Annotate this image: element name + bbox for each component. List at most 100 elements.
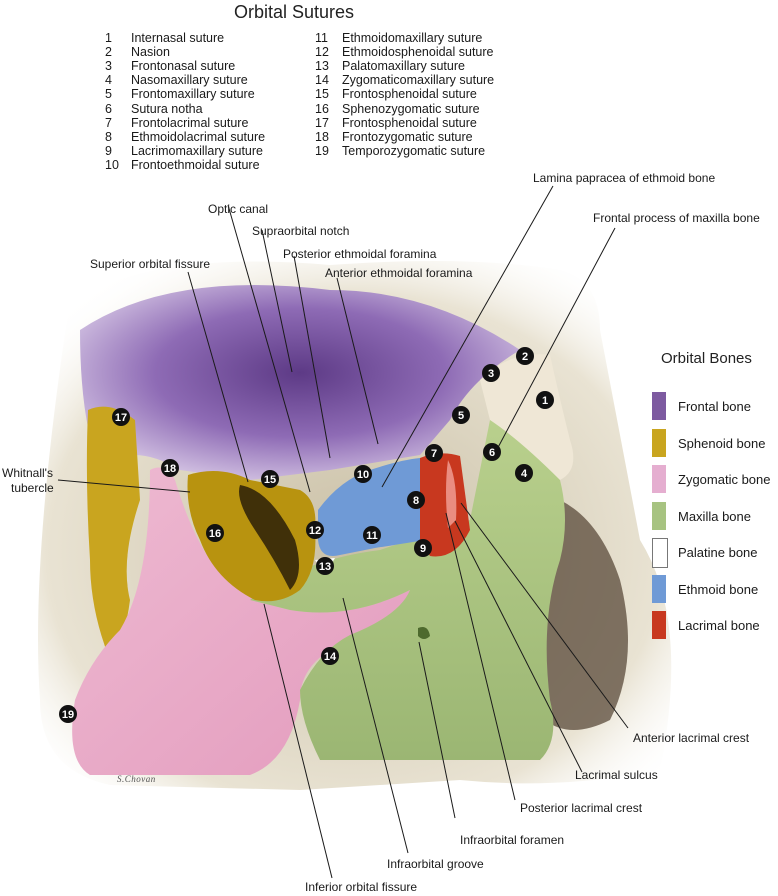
- suture-marker-circle: [363, 526, 381, 544]
- suture-marker-number: 5: [458, 410, 464, 422]
- label-lamina-papracea: Lamina papracea of ethmoid bone: [533, 171, 716, 185]
- suture-marker-circle: [206, 524, 224, 542]
- leader-posterior-ethmoidal: [293, 255, 331, 459]
- artist-signature: S.Chovan: [117, 774, 156, 784]
- suture-label: Frontoethmoidal suture: [131, 157, 260, 172]
- sutures-title: Orbital Sutures: [234, 2, 355, 22]
- leader-anterior-lacrimal-crest: [460, 502, 629, 729]
- suture-marker: 15: [261, 470, 279, 488]
- legend-label: Lacrimal bone: [678, 618, 760, 633]
- zygomatic-bone-shape: [72, 467, 410, 775]
- suture-number: 1: [105, 31, 112, 45]
- suture-label: Nasomaxillary suture: [131, 73, 248, 88]
- suture-marker-circle: [425, 444, 443, 462]
- suture-marker: 7: [425, 444, 443, 462]
- suture-marker-number: 1: [542, 395, 548, 407]
- suture-marker-number: 2: [522, 351, 528, 363]
- leader-superior-orbital-fissure: [187, 271, 249, 483]
- suture-label: Ethmoidosphenoidal suture: [342, 45, 494, 60]
- suture-number: 4: [105, 73, 112, 88]
- label-lacrimal-sulcus: Lacrimal sulcus: [575, 768, 658, 782]
- suture-marker-number: 16: [209, 528, 221, 540]
- suture-label: Ethmoidomaxillary suture: [342, 31, 483, 45]
- legend-swatch: [652, 611, 666, 639]
- superior-orbital-fissure-shape: [239, 485, 299, 590]
- leader-infraorbital-foramen: [418, 641, 456, 819]
- suture-number: 14: [315, 73, 329, 88]
- suture-label: Zygomaticomaxillary suture: [342, 73, 495, 88]
- suture-number: 19: [315, 143, 329, 158]
- suture-marker-number: 11: [366, 530, 378, 542]
- infraorbital-foramen-shape: [418, 627, 430, 639]
- suture-label: Frontozygomatic suture: [342, 129, 473, 144]
- legend-label: Zygomatic bone: [678, 472, 771, 487]
- suture-number: 8: [105, 129, 112, 144]
- suture-label: Temporozygomatic suture: [342, 143, 486, 158]
- nasal-bone-shape: [480, 354, 574, 480]
- leader-anterior-ethmoidal: [336, 277, 379, 445]
- label-posterior-lacrimal-crest: Posterior lacrimal crest: [520, 801, 643, 815]
- suture-marker-number: 19: [62, 709, 74, 721]
- suture-marker-number: 18: [164, 463, 176, 475]
- suture-marker-circle: [321, 647, 339, 665]
- label-posterior-ethmoidal-foramina: Posterior ethmoidal foramina: [283, 247, 437, 261]
- suture-marker-circle: [59, 705, 77, 723]
- suture-label: Palatomaxillary suture: [342, 59, 465, 74]
- leader-inferior-orbital-fissure: [263, 603, 333, 879]
- suture-label: Sutura notha: [131, 101, 203, 116]
- suture-label: Frontosphenoidal suture: [342, 115, 477, 130]
- suture-marker-circle: [516, 347, 534, 365]
- frontal-bone-shape: [80, 285, 520, 480]
- label-superior-orbital-fissure: Superior orbital fissure: [90, 257, 211, 271]
- label-anterior-lacrimal-crest: Anterior lacrimal crest: [633, 731, 750, 745]
- suture-number: 12: [315, 45, 329, 60]
- suture-marker-number: 4: [521, 468, 528, 480]
- suture-marker: 18: [161, 459, 179, 477]
- suture-marker: 1: [536, 391, 554, 409]
- suture-marker-circle: [536, 391, 554, 409]
- suture-marker-circle: [482, 364, 500, 382]
- suture-marker: 5: [452, 406, 470, 424]
- suture-number: 16: [315, 101, 329, 116]
- label-anterior-ethmoidal-foramina: Anterior ethmoidal foramina: [325, 266, 473, 280]
- suture-number: 18: [315, 129, 329, 144]
- suture-marker-number: 7: [431, 448, 437, 460]
- label-optic-canal: Optic canal: [208, 202, 269, 216]
- legend-swatch: [652, 574, 666, 603]
- suture-number: 2: [105, 45, 112, 60]
- suture-marker-number: 13: [319, 561, 331, 573]
- suture-marker: 19: [59, 705, 77, 723]
- suture-marker-circle: [414, 539, 432, 557]
- leader-optic-canal: [227, 204, 311, 493]
- suture-marker: 6: [483, 443, 501, 461]
- sphenoid-lateral-shape: [86, 406, 140, 660]
- suture-label: Frontolacrimal suture: [131, 115, 249, 130]
- label-supraorbital-notch: Supraorbital notch: [252, 224, 350, 238]
- suture-number: 13: [315, 59, 329, 74]
- suture-marker: 8: [407, 491, 425, 509]
- leader-supraorbital-notch: [261, 229, 293, 373]
- suture-marker-circle: [407, 491, 425, 509]
- suture-marker-number: 3: [488, 368, 494, 380]
- suture-number: 7: [105, 115, 112, 130]
- leader-lamina-papracea: [381, 185, 554, 488]
- suture-number: 17: [315, 115, 329, 130]
- suture-marker-circle: [112, 408, 130, 426]
- maxilla-bone-shape: [250, 420, 565, 760]
- suture-marker: 4: [515, 464, 533, 482]
- suture-label: Ethmoidolacrimal suture: [131, 129, 266, 144]
- label-whitnalls-tubercle-line2: tubercle: [11, 481, 54, 495]
- suture-marker-number: 10: [357, 469, 369, 481]
- label-infraorbital-groove: Infraorbital groove: [387, 857, 484, 871]
- legend-swatch: [652, 538, 668, 568]
- suture-marker-circle: [515, 464, 533, 482]
- suture-marker: 14: [321, 647, 339, 665]
- suture-marker-number: 9: [420, 543, 426, 555]
- suture-marker: 10: [354, 465, 372, 483]
- suture-label: Sphenozygomatic suture: [342, 101, 480, 116]
- suture-marker: 12: [306, 521, 324, 539]
- leader-whitnalls-tubercle: [57, 479, 191, 493]
- suture-marker-number: 6: [489, 447, 495, 459]
